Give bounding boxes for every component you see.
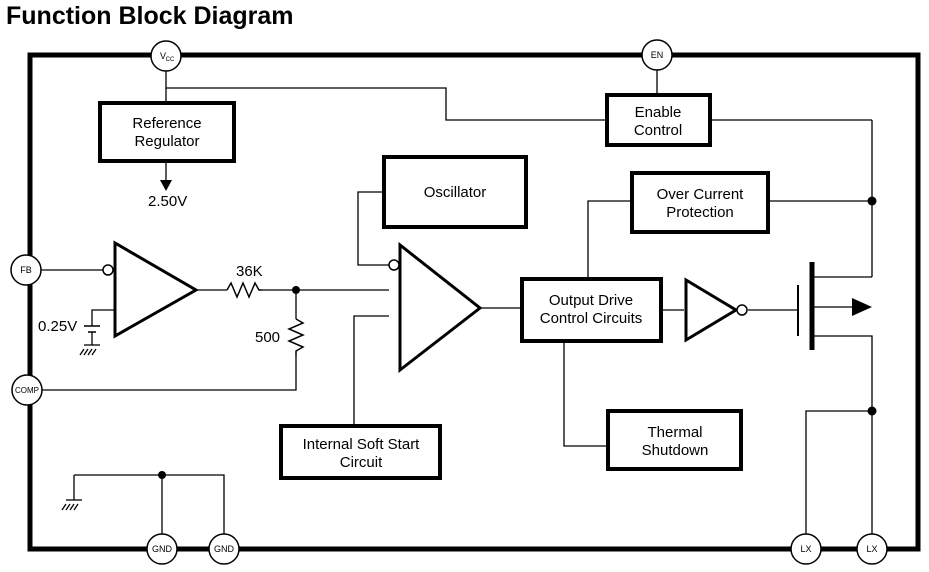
block-thermal-shutdown: Thermal Shutdown xyxy=(606,409,743,471)
ocp-line1: Over Current xyxy=(657,186,745,203)
resistor-36k-label: 36K xyxy=(236,263,263,280)
pin-comp-label: COMP xyxy=(15,386,39,395)
enable-control-line1: Enable xyxy=(635,104,682,121)
gate-buffer xyxy=(684,277,739,343)
chip-outline xyxy=(27,52,921,552)
thermal-shutdown-line1: Thermal xyxy=(647,424,702,441)
wires xyxy=(40,70,873,537)
junction-dots xyxy=(158,196,877,479)
soft-start-line2: Circuit xyxy=(340,454,383,471)
pwm-comparator xyxy=(398,241,483,374)
error-amp-inverting-bubble xyxy=(102,264,114,276)
block-oscillator: Oscillator xyxy=(382,155,528,229)
error-amplifier xyxy=(113,240,200,339)
ref-output-arrow xyxy=(160,180,172,191)
gate-buffer-bubble xyxy=(736,304,748,316)
pin-gnd-2-label: GND xyxy=(214,544,235,554)
block-enable-control: Enable Control xyxy=(605,93,712,147)
ocp-line2: Protection xyxy=(666,204,734,221)
pin-comp: COMP xyxy=(11,374,43,406)
output-drive-line2: Control Circuits xyxy=(540,310,643,327)
pin-vcc: V CC xyxy=(150,40,182,72)
bias-voltage-label: 0.25V xyxy=(38,318,77,335)
diagram-title: Function Block Diagram xyxy=(6,2,294,30)
enable-control-line2: Control xyxy=(634,122,682,139)
mosfet-arrow xyxy=(852,298,872,316)
pin-gnd-1-label: GND xyxy=(152,544,173,554)
block-reference-regulator: Reference Regulator xyxy=(98,101,236,163)
pin-lx-1-label: LX xyxy=(800,544,811,554)
block-soft-start: Internal Soft Start Circuit xyxy=(279,424,442,480)
ref-voltage-label: 2.50V xyxy=(148,193,187,210)
resistor-36k xyxy=(226,281,262,299)
thermal-shutdown-line2: Shutdown xyxy=(642,442,709,459)
soft-start-line1: Internal Soft Start xyxy=(303,436,421,453)
reference-regulator-line1: Reference xyxy=(132,115,201,132)
pin-fb-label: FB xyxy=(20,265,32,275)
output-drive-line1: Output Drive xyxy=(549,292,633,309)
pin-gnd-1: GND xyxy=(146,533,178,565)
resistor-500-label: 500 xyxy=(255,329,280,346)
comparator-clock-bubble xyxy=(388,259,400,271)
pin-vcc-subscript: CC xyxy=(166,57,175,63)
block-over-current-protection: Over Current Protection xyxy=(630,171,770,234)
pin-lx-1: LX xyxy=(790,533,822,565)
resistor-500 xyxy=(287,318,305,356)
oscillator-label: Oscillator xyxy=(424,184,487,201)
reference-regulator-line2: Regulator xyxy=(134,133,199,150)
pin-gnd-2: GND xyxy=(208,533,240,565)
pin-lx-2: LX xyxy=(856,533,888,565)
pin-en-label: EN xyxy=(651,50,664,60)
block-output-drive: Output Drive Control Circuits xyxy=(520,277,663,343)
pin-vcc-label: V xyxy=(160,51,166,61)
pin-en: EN xyxy=(641,39,673,71)
pin-lx-2-label: LX xyxy=(866,544,877,554)
pin-fb: FB xyxy=(10,254,42,286)
